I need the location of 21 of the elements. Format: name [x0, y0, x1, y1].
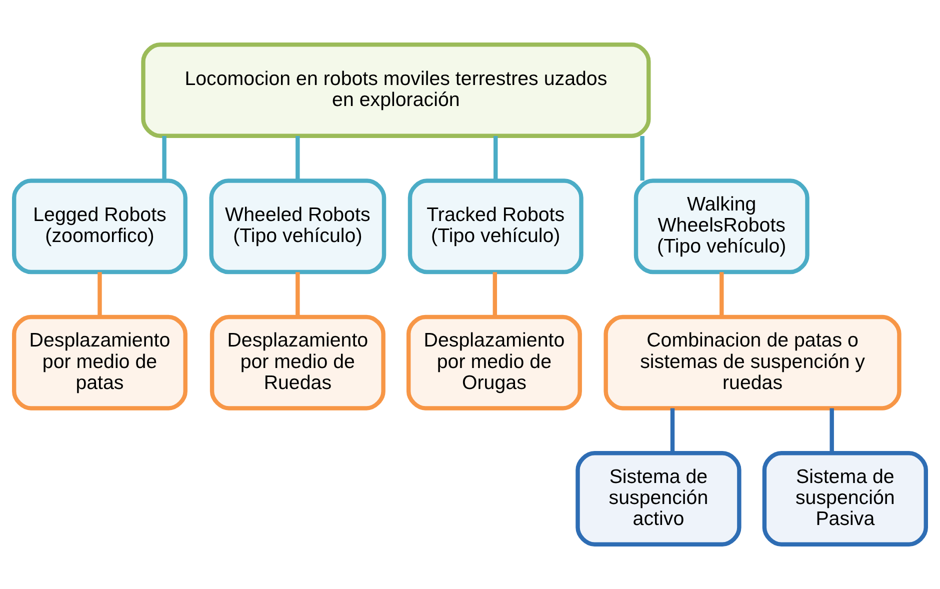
node-box: Wheeled Robots (Tipo vehículo)	[209, 178, 386, 274]
node-box: Sistema de suspención Pasiva	[762, 451, 928, 546]
connector	[640, 136, 644, 181]
connector	[162, 136, 166, 181]
node-box: Sistema de suspención activo	[576, 451, 742, 546]
connector	[296, 272, 300, 317]
node-box: Walking WheelsRobots (Tipo vehículo)	[634, 178, 810, 274]
connector	[492, 272, 498, 317]
node-box: Desplazamiento por medio de Orugas	[406, 314, 582, 410]
node-box: Desplazamiento por medio de Ruedas	[210, 314, 386, 410]
connector	[720, 272, 724, 317]
node-box: Locomocion en robots moviles terrestres uzados en exploración	[141, 42, 651, 138]
node-box: Combinacion de patas o sistemas de suspención y ruedas	[604, 314, 902, 410]
connector	[494, 136, 498, 181]
connector	[670, 408, 675, 453]
node-box: Desplazamiento por medio de patas	[12, 314, 188, 410]
node-box: Tracked Robots (Tipo vehículo)	[408, 178, 584, 274]
node-box: Legged Robots (zoomorfico)	[12, 178, 188, 274]
connector	[98, 272, 102, 317]
connector	[296, 136, 300, 181]
connector	[830, 408, 834, 453]
